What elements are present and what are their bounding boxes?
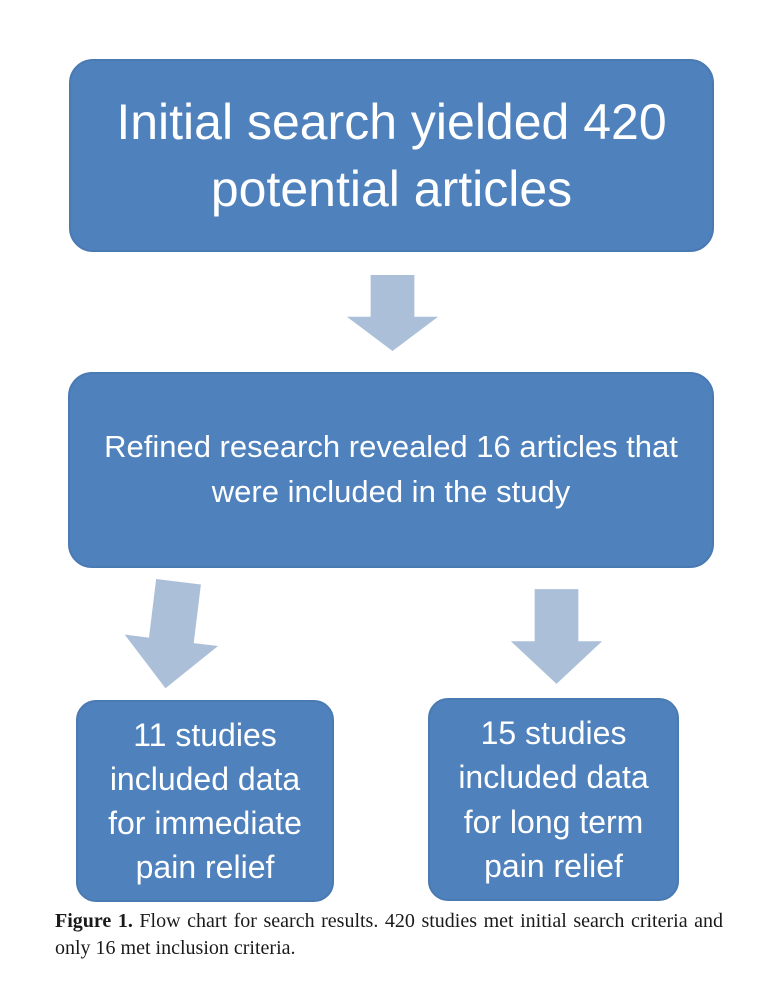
flow-box-long-term-pain-relief: 15 studies included data for long term p…	[428, 698, 679, 901]
figure-caption-text: Flow chart for search results. 420 studi…	[55, 910, 724, 959]
flow-box-initial-search-text: Initial search yielded 420 potential art…	[116, 94, 667, 217]
down-arrow-icon	[346, 274, 439, 352]
down-arrow-left-icon	[124, 578, 219, 689]
flow-box-refined-search: Refined research revealed 16 articles th…	[68, 372, 714, 568]
down-arrow-right-icon	[510, 589, 603, 684]
figure-caption-label: Figure 1.	[55, 910, 133, 932]
flow-box-immediate-pain-relief-text: 11 studies included data for immediate p…	[108, 716, 302, 886]
flow-box-initial-search: Initial search yielded 420 potential art…	[69, 59, 714, 252]
flow-box-immediate-pain-relief: 11 studies included data for immediate p…	[76, 700, 334, 902]
figure-caption: Figure 1. Flow chart for search results.…	[55, 908, 723, 962]
flow-box-refined-search-text: Refined research revealed 16 articles th…	[104, 429, 678, 509]
flow-box-long-term-pain-relief-text: 15 studies included data for long term p…	[458, 715, 649, 884]
